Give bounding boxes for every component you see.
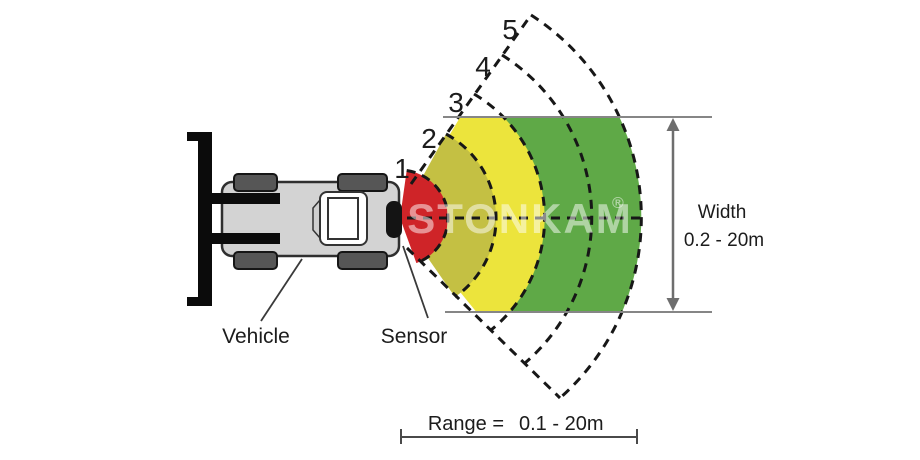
zone-2-arc bbox=[445, 132, 498, 299]
zone-4-arc bbox=[501, 53, 594, 365]
fork-carriage-bar bbox=[198, 132, 212, 306]
sector-lower-edge bbox=[405, 246, 562, 400]
range-bracket bbox=[400, 429, 638, 444]
fork-mast-top bbox=[210, 193, 280, 204]
zone-5-arc bbox=[530, 13, 643, 400]
zone-1-label: 1 bbox=[394, 153, 410, 184]
zone-2-label: 2 bbox=[421, 123, 437, 154]
vehicle-graphic bbox=[187, 132, 402, 306]
wheel-front-right bbox=[233, 251, 278, 270]
vehicle-leader-line bbox=[260, 258, 303, 322]
wheel-rear-left bbox=[337, 173, 388, 192]
sensor-label: Sensor bbox=[381, 325, 448, 348]
fork-carriage-cap-top bbox=[187, 132, 212, 141]
cab-windshield bbox=[312, 198, 321, 240]
cab-inner bbox=[327, 197, 359, 240]
fork-carriage-cap-bottom bbox=[187, 297, 212, 306]
width-arrow bbox=[666, 118, 680, 311]
zone-3-label: 3 bbox=[448, 87, 464, 118]
watermark-text: STONKAM bbox=[407, 195, 633, 242]
range-value: 0.1 - 20m bbox=[519, 413, 603, 435]
wheel-front-left bbox=[233, 173, 278, 192]
wheel-rear-right bbox=[337, 251, 388, 270]
width-arrowhead-down-icon bbox=[666, 298, 680, 311]
sector-upper-edge bbox=[409, 14, 533, 185]
width-label: Width bbox=[698, 202, 747, 223]
vehicle-label: Vehicle bbox=[222, 325, 290, 348]
width-value: 0.2 - 20m bbox=[684, 230, 764, 251]
zone-5-label: 5 bbox=[502, 14, 518, 45]
zone-3-arc bbox=[473, 92, 547, 332]
width-arrowhead-up-icon bbox=[666, 118, 680, 131]
sensor-leader-line bbox=[402, 245, 429, 319]
watermark-registered-icon: ® bbox=[612, 195, 624, 212]
zone-1-arc bbox=[406, 169, 450, 265]
range-label: Range = bbox=[428, 413, 504, 435]
fork-mast-bottom bbox=[210, 233, 280, 244]
zone-4-label: 4 bbox=[475, 51, 491, 82]
sensor-pill bbox=[386, 201, 402, 238]
